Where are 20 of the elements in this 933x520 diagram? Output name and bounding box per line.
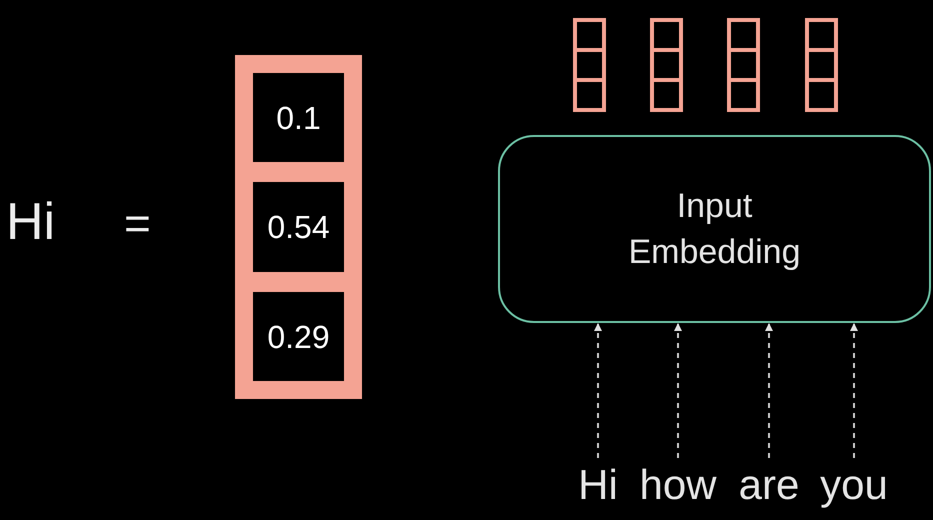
- vector-box: [573, 18, 606, 112]
- node-text: Input Embedding: [627, 186, 802, 273]
- label-text: Hi: [6, 196, 56, 248]
- vector-box: [727, 18, 760, 112]
- rounded-box: [498, 135, 931, 323]
- word-text: are: [732, 458, 806, 512]
- word-text: Hi: [572, 458, 624, 512]
- word-text: you: [812, 458, 896, 512]
- vector-box: [805, 18, 838, 112]
- word-text: how: [632, 458, 724, 512]
- vector-box: [235, 55, 362, 399]
- vector-cell: 0.1: [253, 73, 344, 162]
- dashed-arrow: [765, 323, 773, 458]
- label-text: =: [124, 200, 151, 246]
- dashed-arrow: [850, 323, 858, 458]
- vector-cell: 0.54: [253, 182, 344, 272]
- dashed-arrow: [674, 323, 682, 458]
- vector-box: [650, 18, 683, 112]
- vector-cell: 0.29: [253, 292, 344, 381]
- dashed-arrow: [594, 323, 602, 458]
